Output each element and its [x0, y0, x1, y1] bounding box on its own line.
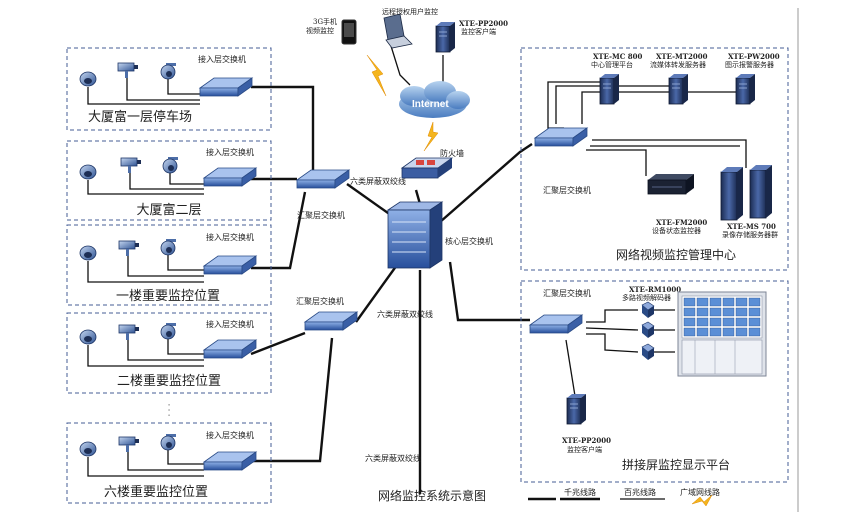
zone-label: 二楼重要监控位置 — [117, 373, 221, 389]
access-switch-icon — [203, 451, 257, 471]
decoder-icon — [641, 301, 655, 360]
box-camera-icon — [120, 157, 142, 174]
server-desc: 流媒体转发服务器 — [650, 60, 706, 69]
client-server-icon — [566, 393, 587, 425]
access-switch-label: 接入层交换机 — [198, 54, 246, 64]
speed-dome-icon — [160, 322, 177, 340]
zone-label: 大厦富二层 — [136, 202, 201, 218]
client-server-icon — [435, 21, 456, 53]
aggregation-switch-label: 汇聚层交换机 — [297, 210, 345, 220]
ms-model: XTE-MS 700 — [727, 222, 776, 231]
core-switch-icon — [386, 201, 444, 269]
dome-camera-icon — [79, 245, 97, 261]
server-icon — [599, 73, 620, 105]
aggregation-switch-label: 汇聚层交换机 — [296, 296, 344, 306]
box-camera-icon — [118, 240, 140, 257]
dome-camera-icon — [79, 164, 97, 180]
laptop-label: 远程授权用户监控 — [382, 7, 438, 16]
cable-label: 六类屏蔽双绞线 — [350, 176, 406, 186]
server-model: XTE-PW2000 — [728, 52, 780, 61]
rm-model: XTE-RM1000 — [629, 285, 681, 294]
storage-servers-icon — [720, 165, 772, 221]
display-platform-title: 拼接屏监控显示平台 — [622, 457, 730, 472]
access-switch-icon — [199, 77, 253, 97]
legend-gigabit-label: 千兆线路 — [564, 487, 596, 497]
zone-label: 六楼重要监控位置 — [104, 484, 208, 500]
ellipsis: · · · — [164, 404, 173, 417]
access-switch-icon — [203, 339, 257, 359]
legend-wan-label: 广域网线路 — [680, 487, 720, 497]
speed-dome-icon — [160, 238, 177, 256]
zone-label: 一楼重要监控位置 — [116, 288, 220, 304]
server-desc: 图示报警服务器 — [725, 60, 774, 69]
legend-wan-icon — [691, 494, 713, 507]
aggregation-switch-icon — [534, 127, 588, 147]
aggregation-switch-icon — [529, 314, 583, 334]
access-switch-label: 接入层交换机 — [206, 147, 254, 157]
mgmt-center-title: 网络视频监控管理中心 — [616, 247, 736, 262]
server-model: XTE-MT2000 — [656, 52, 708, 61]
internet-label: Internet — [412, 99, 449, 110]
speed-dome-icon — [160, 62, 177, 80]
client-model: XTE-PP2000 — [562, 436, 611, 445]
aggregation-switch-icon — [304, 311, 358, 331]
access-switch-icon — [203, 167, 257, 187]
firewall-label: 防火墙 — [440, 148, 464, 158]
dome-camera-icon — [79, 71, 97, 87]
aggregation-switch-icon — [296, 169, 350, 189]
zone-parking: 接入层交换机 大厦富一层停车场 — [79, 54, 253, 125]
zone-1f: 接入层交换机 一楼重要监控位置 — [79, 232, 257, 304]
zone-floor2: 接入层交换机 大厦富二层 — [79, 147, 257, 218]
core-switch-label: 核心层交换机 — [445, 236, 493, 246]
zone-label: 大厦富一层停车场 — [88, 109, 192, 125]
aggregation-switch-label: 汇聚层交换机 — [543, 185, 591, 195]
access-switch-label: 接入层交换机 — [206, 319, 254, 329]
server-icon — [735, 73, 756, 105]
video-wall-icon — [677, 291, 767, 377]
phone-label: 3G手机视频监控 — [306, 17, 337, 35]
aggregation-switch-label: 汇聚层交换机 — [543, 288, 591, 298]
access-switch-label: 接入层交换机 — [206, 430, 254, 440]
speed-dome-icon — [162, 156, 179, 174]
client-desc: 监控客户端 — [567, 445, 602, 454]
legend: 千兆线路 百兆线路 广域网线路 — [528, 487, 720, 507]
zone-2f: 接入层交换机 二楼重要监控位置 — [79, 319, 257, 389]
dome-camera-icon — [79, 441, 97, 457]
server-desc: 中心管理平台 — [591, 60, 633, 69]
access-switch-label: 接入层交换机 — [206, 232, 254, 242]
zone-boxes — [66, 47, 789, 504]
box-camera-icon — [118, 436, 140, 453]
fm-desc: 设备状态监控器 — [652, 226, 701, 235]
dome-camera-icon — [79, 329, 97, 345]
speed-dome-icon — [160, 433, 177, 451]
figure-title: 网络监控系统示意图 — [378, 488, 486, 503]
phone-icon — [341, 19, 357, 45]
server-icon — [668, 73, 689, 105]
firewall-icon — [400, 157, 454, 179]
access-switch-icon — [203, 255, 257, 275]
status-monitor-icon — [647, 174, 694, 195]
cable-label: 六类屏蔽双绞线 — [377, 309, 433, 319]
ms-desc: 录像存储服务器群 — [722, 230, 778, 239]
internet-cloud-icon — [399, 81, 470, 118]
gigabit-lines — [250, 85, 533, 494]
zone-6f: 接入层交换机 六楼重要监控位置 — [79, 430, 257, 500]
server-model: XTE-MC 800 — [593, 52, 643, 61]
legend-fast-label: 百兆线路 — [624, 487, 656, 497]
laptop-icon — [383, 13, 413, 49]
wan-links — [366, 54, 439, 152]
fm-model: XTE-FM2000 — [656, 218, 707, 227]
box-camera-icon — [118, 324, 140, 341]
box-camera-icon — [117, 62, 139, 79]
rm-desc: 多路视频解码器 — [622, 293, 671, 302]
cable-label: 六类屏蔽双绞线 — [365, 453, 421, 463]
